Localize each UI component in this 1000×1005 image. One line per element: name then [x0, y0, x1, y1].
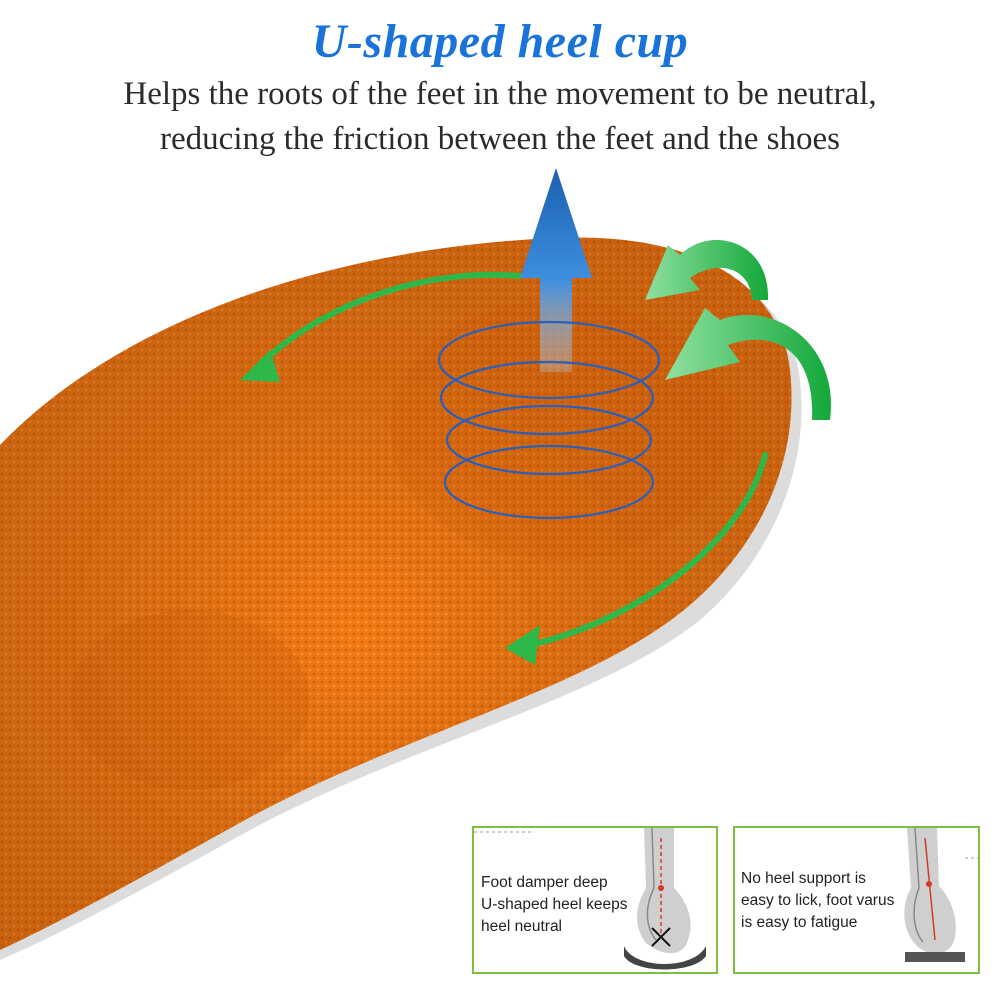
- neutral-heel-diagram-icon: [474, 828, 706, 970]
- heel-support-panel: Foot damper deep U-shaped heel keeps hee…: [472, 826, 718, 974]
- subtitle-line-1: Helps the roots of the feet in the movem…: [123, 76, 877, 112]
- panel-right-line-1: No heel support is: [741, 870, 866, 887]
- panel-left-line-2: U-shaped heel keeps: [481, 896, 628, 913]
- panel-left-line-1: Foot damper deep: [481, 874, 608, 891]
- panel-right-line-3: is easy to fatigue: [741, 914, 858, 931]
- panel-left-line-3: heel neutral: [481, 918, 563, 935]
- spring-icon: [437, 320, 661, 520]
- panel-right-text: No heel support is easy to lick, foot va…: [741, 868, 906, 934]
- panel-right-line-2: easy to lick, foot varus: [741, 892, 895, 909]
- curved-arrow-lower-icon: [665, 308, 831, 420]
- no-heel-support-panel: No heel support is easy to lick, foot va…: [733, 826, 980, 974]
- green-arrow-right-icon: [527, 452, 768, 648]
- varus-heel-diagram-icon: [904, 828, 978, 962]
- blue-up-arrow-icon: [520, 168, 592, 372]
- green-arrow-left-icon: [262, 271, 523, 363]
- panel-left-text: Foot damper deep U-shaped heel keeps hee…: [481, 872, 636, 938]
- headline: U-shaped heel cup: [311, 15, 689, 68]
- subtitle-line-2: reducing the friction between the feet a…: [160, 121, 840, 157]
- curved-arrow-upper-icon: [645, 240, 769, 300]
